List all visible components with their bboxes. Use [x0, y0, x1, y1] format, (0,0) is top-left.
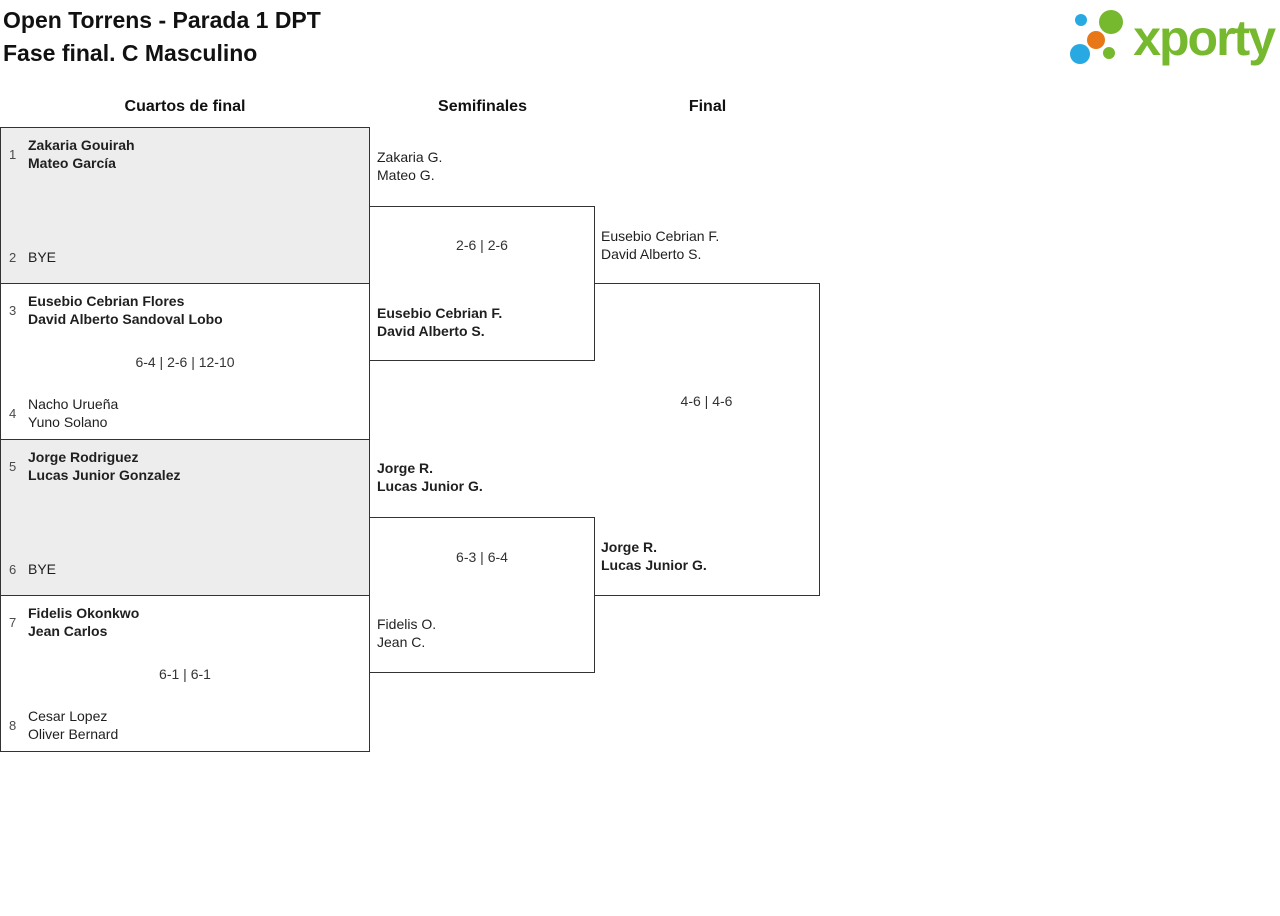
- xporty-logo[interactable]: xporty: [1063, 6, 1276, 70]
- team-name: Jorge R. Lucas Junior G.: [377, 459, 483, 495]
- match-semifinal-1[interactable]: Zakaria G. Mateo G. 2-6 | 2-6 Eusebio Ce…: [370, 149, 595, 361]
- team-name-line: Jorge R.: [601, 539, 658, 555]
- team-name-line: Lucas Junior G.: [601, 557, 707, 573]
- round-header-semifinales: Semifinales: [438, 98, 527, 115]
- team-name-line: Mateo García: [28, 155, 116, 171]
- team-name-line: Jean C.: [377, 634, 426, 650]
- team-name-line: Lucas Junior Gonzalez: [28, 467, 181, 483]
- team-name-line: Oliver Bernard: [28, 726, 119, 742]
- seed-number: 7: [9, 614, 17, 630]
- match-score: 6-1 | 6-1: [159, 665, 211, 682]
- team-slot: 4 Nacho Urueña Yuno Solano: [9, 395, 361, 431]
- team-name-line: Nacho Urueña: [28, 396, 119, 412]
- match-score: 2-6 | 2-6: [456, 237, 508, 253]
- seed-number: 6: [9, 561, 17, 577]
- seed-number: 2: [9, 249, 17, 265]
- team-name: Eusebio Cebrian F. David Alberto S.: [601, 227, 719, 263]
- team-name-line: Cesar Lopez: [28, 708, 108, 724]
- team-name-line: Eusebio Cebrian F.: [377, 305, 503, 321]
- match-quarterfinal-4[interactable]: 7 Fidelis Okonkwo Jean Carlos 6-1 | 6-1 …: [0, 595, 370, 752]
- team-name-line: Eusebio Cebrian Flores: [28, 293, 185, 309]
- match-score: 6-4 | 2-6 | 12-10: [135, 353, 235, 370]
- seed-number: 4: [9, 405, 17, 421]
- team-name-line: David Alberto Sandoval Lobo: [28, 311, 223, 327]
- team-name: Zakaria Gouirah Mateo García: [28, 136, 135, 172]
- seed-number: 8: [9, 717, 17, 733]
- team-name-line: Jorge R.: [377, 460, 434, 476]
- seed-number: 3: [9, 302, 17, 318]
- team-name-line: Mateo G.: [377, 167, 435, 183]
- match-score: 4-6 | 4-6: [680, 393, 733, 409]
- team-slot: 5 Jorge Rodriguez Lucas Junior Gonzalez: [9, 448, 361, 484]
- match-semifinal-2[interactable]: Jorge R. Lucas Junior G. 6-3 | 6-4 Fidel…: [370, 460, 595, 673]
- seed-number: 1: [9, 146, 17, 162]
- team-name-line: Fidelis O.: [377, 616, 437, 632]
- team-name-bye: BYE: [28, 560, 56, 578]
- match-score: 6-3 | 6-4: [456, 549, 508, 565]
- team-name-line: Yuno Solano: [28, 414, 108, 430]
- team-name-line: BYE: [28, 249, 57, 265]
- page-title-block: Open Torrens - Parada 1 DPT Fase final. …: [3, 4, 321, 70]
- match-final[interactable]: Eusebio Cebrian F. David Alberto S. 4-6 …: [594, 228, 820, 596]
- seed-number: 5: [9, 458, 17, 474]
- team-name: Jorge R. Lucas Junior G.: [601, 538, 707, 574]
- team-name: Eusebio Cebrian F. David Alberto S.: [377, 304, 502, 340]
- team-name-line: Eusebio Cebrian F.: [601, 228, 720, 244]
- team-slot: 6 BYE: [9, 551, 361, 587]
- match-quarterfinal-2[interactable]: 3 Eusebio Cebrian Flores David Alberto S…: [0, 283, 370, 440]
- team-name: Eusebio Cebrian Flores David Alberto San…: [28, 292, 223, 328]
- team-name: Jorge Rodriguez Lucas Junior Gonzalez: [28, 448, 180, 484]
- page-subtitle: Fase final. C Masculino: [3, 40, 258, 66]
- team-name-line: Jorge Rodriguez: [28, 449, 139, 465]
- team-name-line: Zakaria Gouirah: [28, 137, 135, 153]
- team-name: Zakaria G. Mateo G.: [377, 148, 442, 184]
- team-name-line: Lucas Junior G.: [377, 478, 483, 494]
- logo-dot-orange: [1087, 31, 1106, 49]
- team-slot: 3 Eusebio Cebrian Flores David Alberto S…: [9, 292, 361, 328]
- page-title: Open Torrens - Parada 1 DPT: [3, 7, 321, 33]
- team-name-line: Fidelis Okonkwo: [28, 605, 140, 621]
- team-name-line: David Alberto S.: [377, 323, 485, 339]
- logo-dot-green-large: [1099, 10, 1124, 34]
- team-slot: 7 Fidelis Okonkwo Jean Carlos: [9, 604, 361, 640]
- team-name: Cesar Lopez Oliver Bernard: [28, 707, 118, 743]
- logo-dot-blue-small: [1075, 14, 1088, 26]
- team-name: Fidelis O. Jean C.: [377, 615, 436, 651]
- team-slot: 2 BYE: [9, 239, 361, 275]
- team-name: Fidelis Okonkwo Jean Carlos: [28, 604, 139, 640]
- match-quarterfinal-1[interactable]: 1 Zakaria Gouirah Mateo García 2 BYE: [0, 127, 370, 284]
- match-quarterfinal-3[interactable]: 5 Jorge Rodriguez Lucas Junior Gonzalez …: [0, 439, 370, 596]
- logo-wordmark: xporty: [1133, 10, 1276, 66]
- team-name: Nacho Urueña Yuno Solano: [28, 395, 118, 431]
- team-name-line: BYE: [28, 561, 57, 577]
- logo-dot-green-small: [1103, 47, 1116, 59]
- round-header-final: Final: [688, 98, 727, 115]
- team-slot: 8 Cesar Lopez Oliver Bernard: [9, 707, 361, 743]
- round-header-cuartos: Cuartos de final: [124, 98, 246, 115]
- logo-dot-blue-large: [1070, 44, 1091, 64]
- quarterfinals-column: 1 Zakaria Gouirah Mateo García 2 BYE 3 E…: [0, 127, 370, 752]
- logo-dots-icon: [1070, 10, 1124, 64]
- team-slot: 1 Zakaria Gouirah Mateo García: [9, 136, 361, 172]
- team-name-line: Jean Carlos: [28, 623, 108, 639]
- team-name-bye: BYE: [28, 248, 56, 266]
- team-name-line: David Alberto S.: [601, 246, 702, 262]
- team-name-line: Zakaria G.: [377, 149, 443, 165]
